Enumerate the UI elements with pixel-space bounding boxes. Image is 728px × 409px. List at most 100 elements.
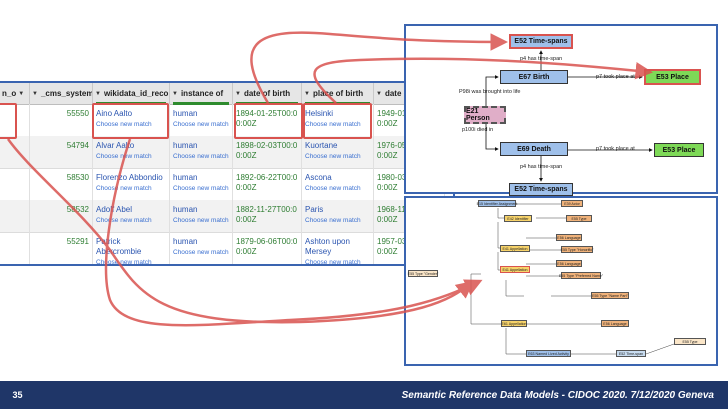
instance-value-link[interactable]: human — [173, 205, 198, 214]
choose-new-match-link[interactable]: Choose new match — [305, 185, 361, 192]
cell-date-of-birth[interactable]: 1879-06-06T00:00:00Z — [233, 232, 302, 264]
cell-row-marker[interactable] — [0, 232, 30, 264]
cell-cms-id[interactable]: 54794 — [30, 136, 93, 168]
place-of-birth-link[interactable]: Helsinki — [305, 109, 334, 118]
choose-new-match-link[interactable]: Choose new match — [96, 217, 152, 224]
cell-row-marker[interactable] — [0, 136, 30, 168]
spreadsheet-table: n_o▼ ▼_cms_system_o ▼wikidata_id_reco ▼i… — [0, 81, 455, 266]
choose-new-match-link[interactable]: Choose new match — [96, 121, 152, 128]
choose-new-match-link[interactable]: Choose new match — [173, 249, 229, 256]
choose-new-match-link[interactable]: Choose new match — [173, 217, 229, 224]
place-of-birth-link[interactable]: Kuortane — [305, 141, 338, 150]
date-of-birth-value: 1882-11-27T00:00:00Z — [236, 205, 297, 224]
cell-date-of-birth[interactable]: 1882-11-27T00:00:00Z — [233, 200, 302, 232]
matched-name-link[interactable]: Alvar Aalto — [96, 141, 135, 150]
cms-id-value: 55550 — [66, 109, 89, 118]
dropdown-arrow-icon[interactable]: ▼ — [18, 90, 25, 97]
highlight-box-row-start — [0, 103, 17, 139]
choose-new-match-link[interactable]: Choose new match — [305, 153, 361, 160]
node-e67-birth: E67 Birth — [500, 70, 568, 84]
cell-cms-id[interactable]: 55291 — [30, 232, 93, 264]
column-header-instance-of[interactable]: ▼instance of — [170, 83, 233, 104]
cms-id-value: 58532 — [66, 205, 89, 214]
edge-label-p7-death: p7 took place at — [596, 146, 635, 152]
edge-label-p100i: p100i died in — [462, 127, 494, 133]
node-label: E53 Place — [656, 73, 689, 81]
choose-new-match-link[interactable]: Choose new match — [305, 217, 361, 224]
dropdown-arrow-icon[interactable]: ▼ — [376, 90, 382, 97]
dropdown-arrow-icon[interactable]: ▼ — [95, 90, 101, 97]
place-of-birth-link[interactable]: Paris — [305, 205, 324, 214]
cell-date-of-birth[interactable]: 1898-02-03T00:00:00Z — [233, 136, 302, 168]
dropdown-arrow-icon[interactable]: ▼ — [172, 90, 178, 97]
cell-cms-id[interactable]: 58530 — [30, 168, 93, 200]
node-e52-time-spans-bottom: E52 Time-spans — [509, 183, 573, 196]
choose-new-match-link[interactable]: Choose new match — [173, 153, 229, 160]
cms-id-value: 54794 — [66, 141, 89, 150]
node-label: E21 Person — [466, 108, 490, 122]
date-of-birth-value: 1892-06-22T00:00:00Z — [236, 173, 298, 192]
choose-new-match-link[interactable]: Choose new match — [96, 185, 152, 192]
cell-cms-id[interactable]: 58532 — [30, 200, 93, 232]
cidoc-person-diagram: E52 Time-spans p4 has time-span E67 Birt… — [404, 24, 718, 196]
place-of-birth-link[interactable]: Ascona — [305, 173, 332, 182]
cell-date-of-birth[interactable]: 1892-06-22T00:00:00Z — [233, 168, 302, 200]
column-header-label: instance of — [180, 89, 224, 98]
choose-new-match-link[interactable]: Choose new match — [96, 259, 152, 266]
mini-node-language: E56 Language — [556, 260, 582, 267]
cell-row-marker[interactable] — [0, 104, 30, 136]
choose-new-match-link[interactable]: Choose new match — [173, 185, 229, 192]
dropdown-arrow-icon[interactable]: ▼ — [32, 90, 38, 97]
column-header-wikidata-id[interactable]: ▼wikidata_id_reco — [93, 83, 170, 104]
mini-node-type-honorific: E55 Type "Honorific" — [560, 246, 594, 253]
matched-name-link[interactable]: Aino Aalto — [96, 109, 133, 118]
matched-name-link[interactable]: Florenzo Abbondio — [96, 173, 163, 182]
mini-node-type-preferred-name: E55 Type "Preferred Name" — [558, 272, 604, 279]
node-e53-place-top: E53 Place — [644, 69, 701, 85]
slide-footer — [0, 381, 728, 409]
mini-node-identifier: E42 Identifier — [504, 215, 532, 222]
column-header-place-of-birth[interactable]: ▼place of birth — [302, 83, 374, 104]
mini-node-actor: E39 Actor — [561, 200, 583, 207]
dropdown-arrow-icon[interactable]: ▼ — [235, 90, 241, 97]
matched-name-link[interactable]: Adolf Abel — [96, 205, 133, 214]
mini-node-appellation-lower: E61 Appellation — [501, 320, 527, 327]
instance-value-link[interactable]: human — [173, 109, 198, 118]
diagram2-edges — [470, 203, 675, 355]
choose-new-match-link[interactable]: Choose new match — [305, 121, 361, 128]
instance-value-link[interactable]: human — [173, 141, 198, 150]
cell-row-marker[interactable] — [0, 168, 30, 200]
column-header-date-of-birth[interactable]: ▼date of birth — [233, 83, 302, 104]
column-header-cms-system[interactable]: ▼_cms_system_o — [30, 83, 93, 104]
place-of-birth-link[interactable]: Ashton upon Mersey — [305, 237, 350, 256]
mini-node-language-lower: E56 Language — [601, 320, 629, 327]
choose-new-match-link[interactable]: Choose new match — [305, 259, 361, 266]
choose-new-match-link[interactable]: Choose new match — [173, 121, 229, 128]
cell-row-marker[interactable] — [0, 200, 30, 232]
cms-id-value: 55291 — [66, 237, 89, 246]
instance-value-link[interactable]: human — [173, 237, 198, 246]
reconciliation-bar — [173, 102, 229, 105]
date-of-birth-value: 1879-06-06T00:00:00Z — [236, 237, 298, 256]
instance-value-link[interactable]: human — [173, 173, 198, 182]
column-header-label: n_o — [2, 89, 17, 98]
node-e21-person: E21 Person — [464, 106, 506, 124]
dropdown-arrow-icon[interactable]: ▼ — [304, 90, 310, 97]
highlight-box-name — [92, 103, 169, 139]
node-label: E67 Birth — [518, 73, 550, 81]
column-header-n_o[interactable]: n_o▼ — [0, 83, 30, 104]
